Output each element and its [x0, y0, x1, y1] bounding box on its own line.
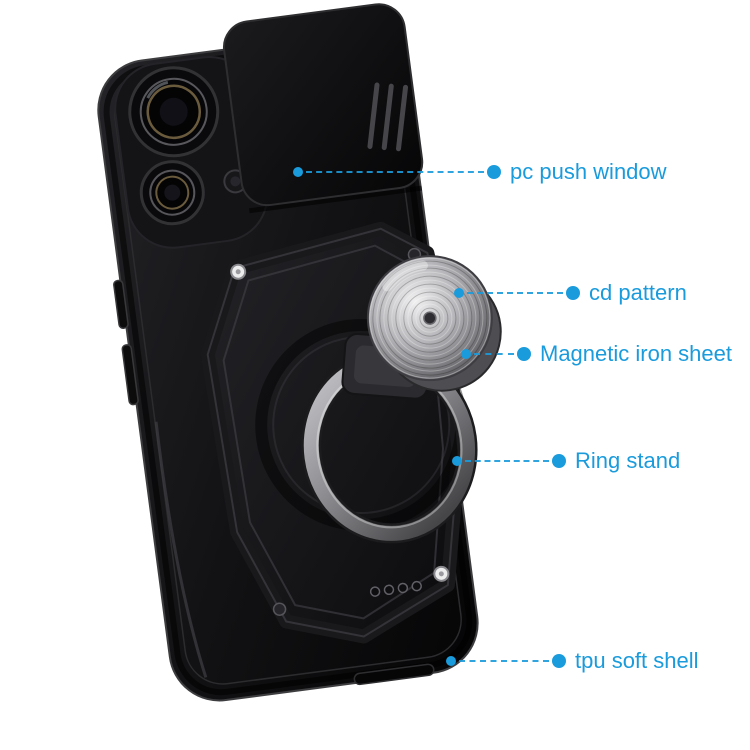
camera-lens-large [128, 66, 220, 158]
callout-label: Magnetic iron sheet [540, 341, 732, 366]
grip-lines [367, 82, 409, 152]
callout-label: Ring stand [575, 448, 681, 473]
callout-tpu-soft-shell: tpu soft shell [446, 650, 699, 672]
callout-label-dot [552, 654, 566, 668]
callout-cd-pattern: cd pattern [454, 282, 687, 304]
callout-leader-line [474, 353, 514, 355]
phone-case [97, 3, 502, 702]
camera-lens-small [139, 160, 205, 226]
callout-anchor-dot [293, 167, 303, 177]
callout-label-dot [552, 454, 566, 468]
callout-magnetic-iron-sheet: Magnetic iron sheet [461, 343, 732, 365]
callout-label-dot [487, 165, 501, 179]
callout-anchor-dot [452, 456, 462, 466]
slide-camera-cover [222, 3, 424, 214]
case-edge-highlight [154, 421, 208, 678]
charging-port-cutout [353, 663, 435, 686]
callout-leader-line [306, 171, 484, 173]
camera-module [114, 56, 269, 249]
callout-leader-line [467, 292, 563, 294]
callout-pc-push-window: pc push window [293, 161, 667, 183]
callout-leader-line [459, 660, 549, 662]
callout-label-dot [517, 347, 531, 361]
callout-anchor-dot [461, 349, 471, 359]
callout-anchor-dot [446, 656, 456, 666]
callout-anchor-dot [454, 288, 464, 298]
speaker-dots [369, 580, 422, 597]
callout-label: cd pattern [589, 280, 687, 305]
cd-pattern-disc [366, 255, 493, 382]
callout-label: pc push window [510, 159, 667, 184]
callout-label: tpu soft shell [575, 648, 699, 673]
side-buttons [113, 279, 139, 406]
callout-leader-line [465, 460, 549, 462]
callout-ring-stand: Ring stand [452, 450, 680, 472]
callout-label-dot [566, 286, 580, 300]
